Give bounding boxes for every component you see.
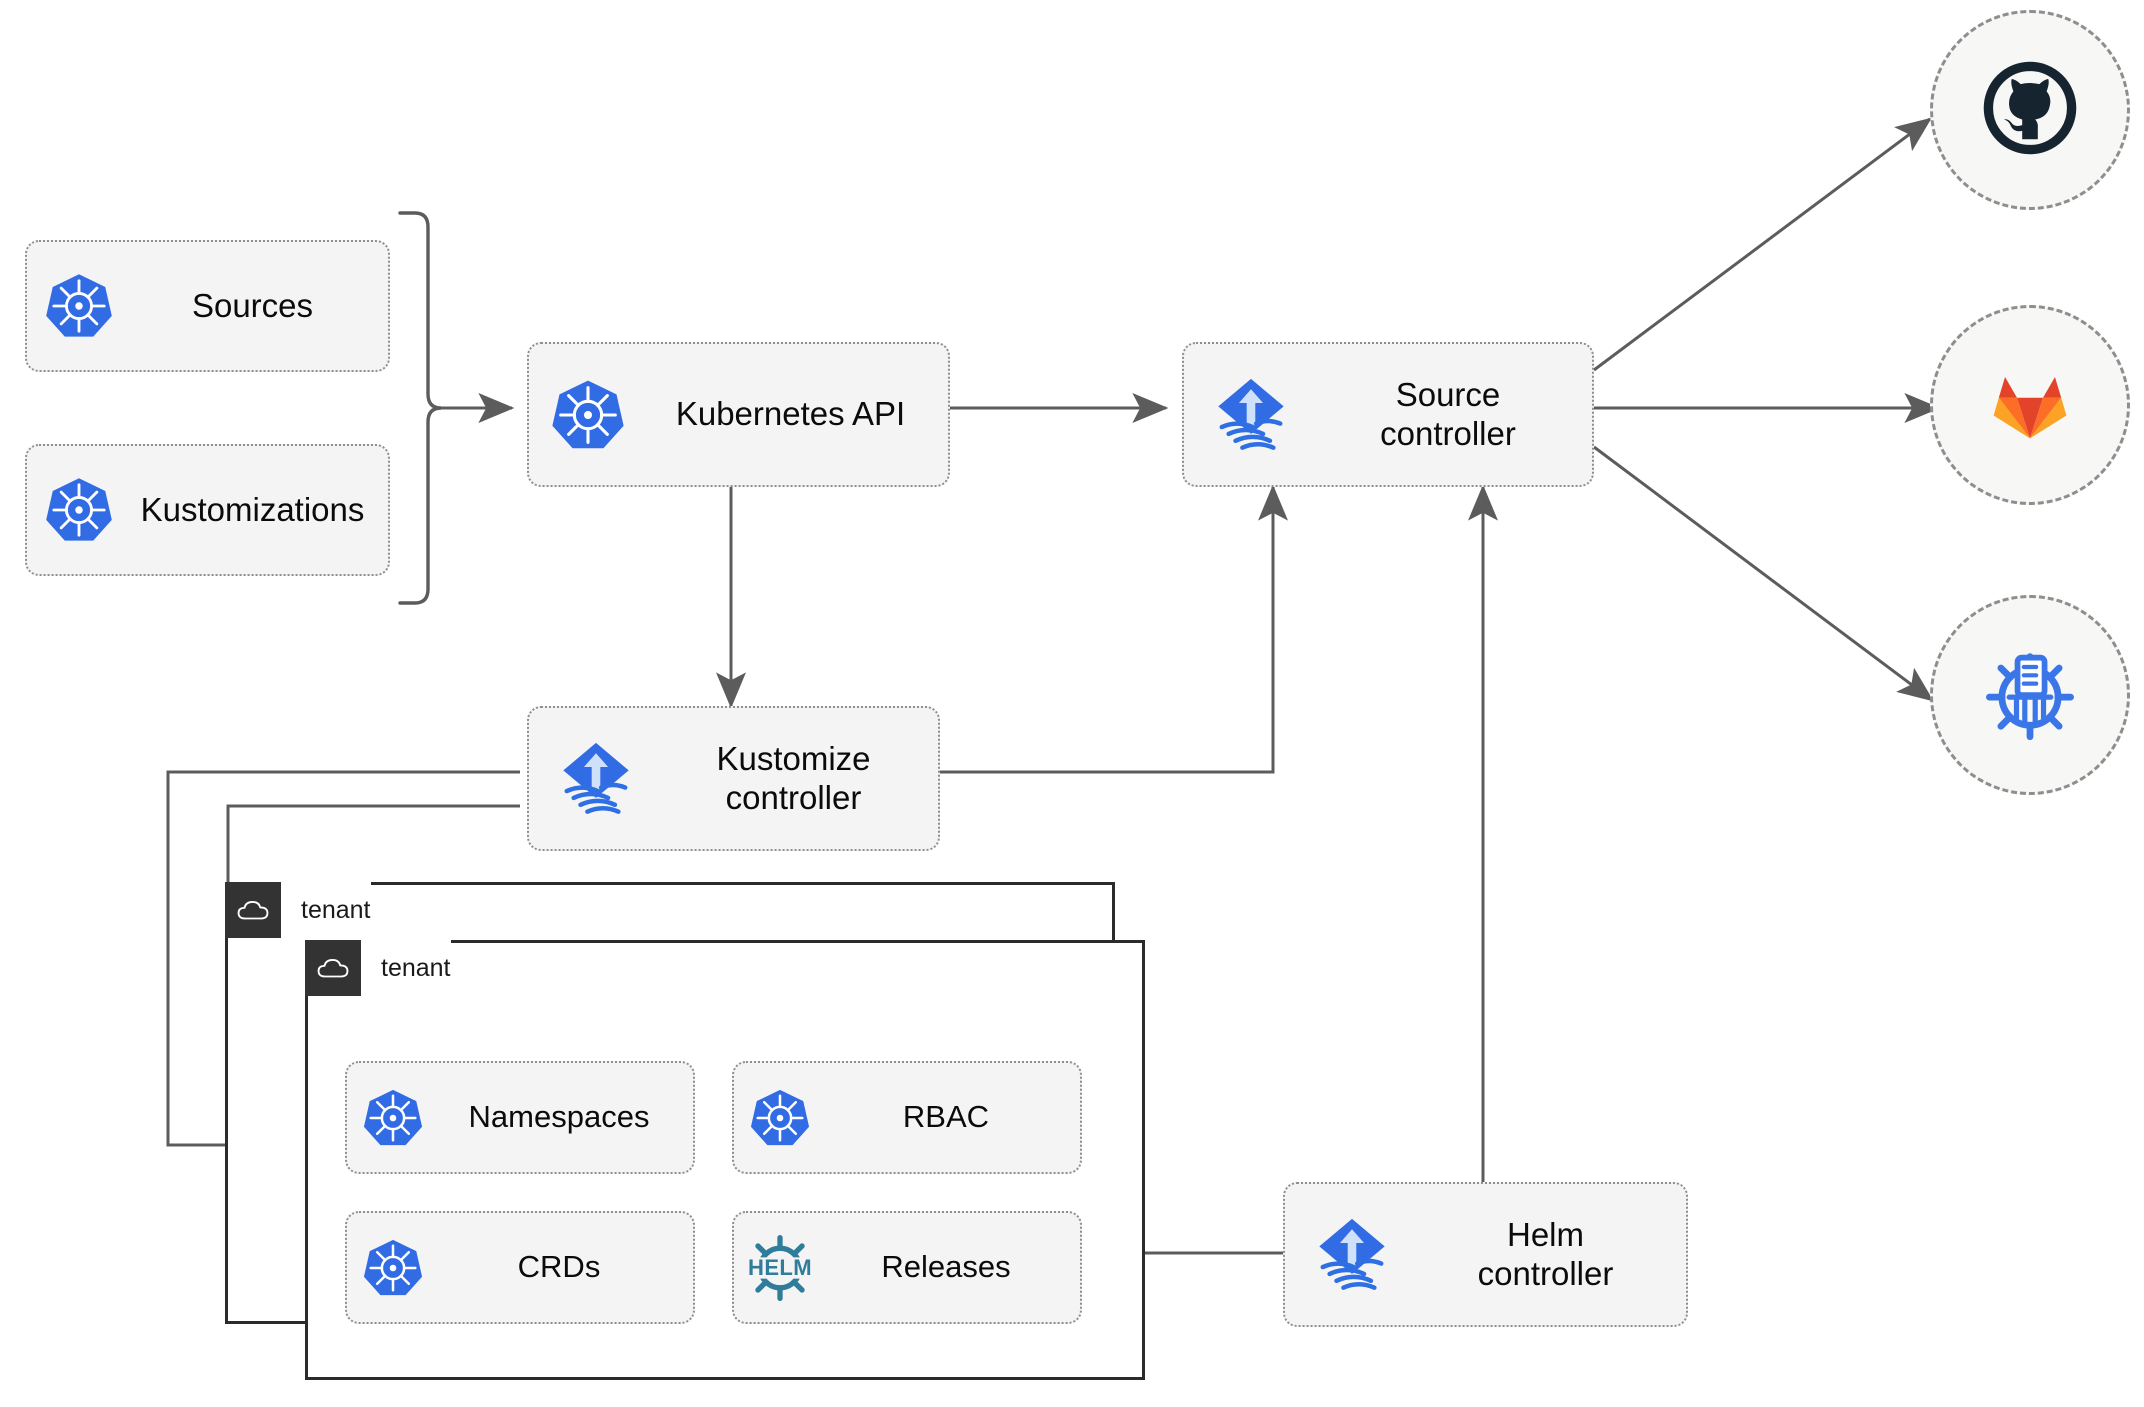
card-label: RBAC: [902, 1099, 990, 1135]
flux-icon: [1184, 372, 1318, 458]
gitlab-icon: [1978, 351, 2082, 460]
helm-repository-icon: [1978, 641, 2082, 750]
kubernetes-icon: [734, 1087, 826, 1149]
flux-icon: [1285, 1212, 1419, 1298]
node-kustomize-controller[interactable]: Kustomize controller: [527, 706, 940, 851]
card-label: Releases: [881, 1249, 1011, 1285]
svg-text:HELM: HELM: [748, 1254, 812, 1279]
node-label: Source controller: [1380, 375, 1516, 452]
node-kubernetes-api[interactable]: Kubernetes API: [527, 342, 950, 487]
wire-source-to-github: [1593, 117, 1932, 372]
helm-icon: HELM: [734, 1230, 826, 1306]
node-sources[interactable]: Sources: [25, 240, 390, 372]
node-label: Helm controller: [1477, 1215, 1614, 1292]
tenant-label: tenant: [361, 940, 451, 996]
node-label: Kubernetes API: [675, 395, 906, 433]
repo-github[interactable]: [1930, 10, 2130, 210]
card-label: CRDs: [517, 1249, 601, 1285]
kubernetes-icon: [347, 1087, 439, 1149]
card-label: Namespaces: [468, 1099, 650, 1135]
tenant-label: tenant: [281, 882, 371, 938]
wire-source-to-helmrepo: [1593, 445, 1934, 702]
card-releases[interactable]: HELM Releases: [732, 1211, 1082, 1324]
github-icon: [1978, 56, 2082, 165]
node-label: Kustomizations: [140, 490, 365, 528]
kubernetes-icon: [347, 1237, 439, 1299]
wire-kustomize-to-source: [940, 484, 1288, 774]
cloud-icon: [305, 940, 361, 996]
card-crds[interactable]: CRDs: [345, 1211, 695, 1324]
tenant-titlebar: tenant: [225, 882, 371, 938]
node-kustomizations[interactable]: Kustomizations: [25, 444, 390, 576]
flux-icon: [529, 736, 663, 822]
cloud-icon: [225, 882, 281, 938]
card-namespaces[interactable]: Namespaces: [345, 1061, 695, 1174]
kubernetes-icon: [529, 377, 647, 453]
node-source-controller[interactable]: Source controller: [1182, 342, 1594, 487]
kubernetes-icon: [27, 475, 131, 545]
node-label: Sources: [191, 286, 314, 324]
node-label: Kustomize controller: [716, 739, 871, 816]
kubernetes-icon: [27, 271, 131, 341]
node-helm-controller[interactable]: Helm controller: [1283, 1182, 1688, 1327]
tenant-window-front[interactable]: tenant Namespaces: [305, 940, 1145, 1380]
card-rbac[interactable]: RBAC: [732, 1061, 1082, 1174]
repo-gitlab[interactable]: [1930, 305, 2130, 505]
repo-helm-repository[interactable]: [1930, 595, 2130, 795]
tenant-titlebar: tenant: [305, 940, 451, 996]
input-bracket: [398, 211, 442, 605]
